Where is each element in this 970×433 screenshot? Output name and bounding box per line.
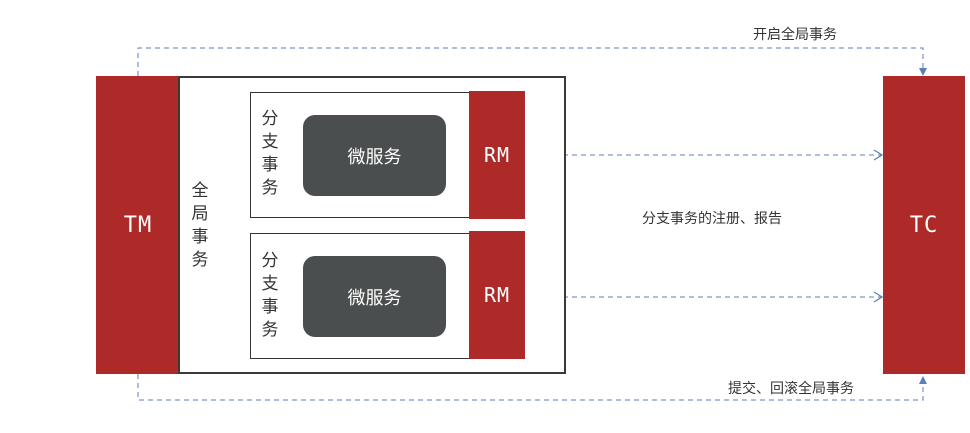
global-transaction-label: 全局事务: [191, 181, 209, 270]
commit-rollback-label: 提交、回滚全局事务: [728, 381, 854, 397]
microservice-label-2: 微服务: [347, 287, 402, 309]
tc-component: TC: [883, 76, 965, 374]
tm-label: TM: [123, 212, 153, 238]
begin-global-arrow: [137, 47, 927, 76]
rm-component-2: RM: [469, 231, 525, 359]
rm-label-2: RM: [483, 283, 511, 307]
branch-transaction-label-1: 分支事务: [261, 109, 279, 198]
rm-component-1: RM: [469, 91, 525, 219]
microservice-2: 微服务: [303, 256, 446, 337]
tm-component: TM: [96, 76, 180, 374]
rm-label-1: RM: [483, 143, 511, 167]
microservice-1: 微服务: [303, 115, 446, 196]
branch-transaction-label-2: 分支事务: [261, 251, 279, 340]
register-report-label: 分支事务的注册、报告: [642, 211, 782, 227]
tc-label: TC: [909, 212, 939, 238]
microservice-label-1: 微服务: [347, 146, 402, 168]
begin-global-label: 开启全局事务: [753, 27, 837, 43]
